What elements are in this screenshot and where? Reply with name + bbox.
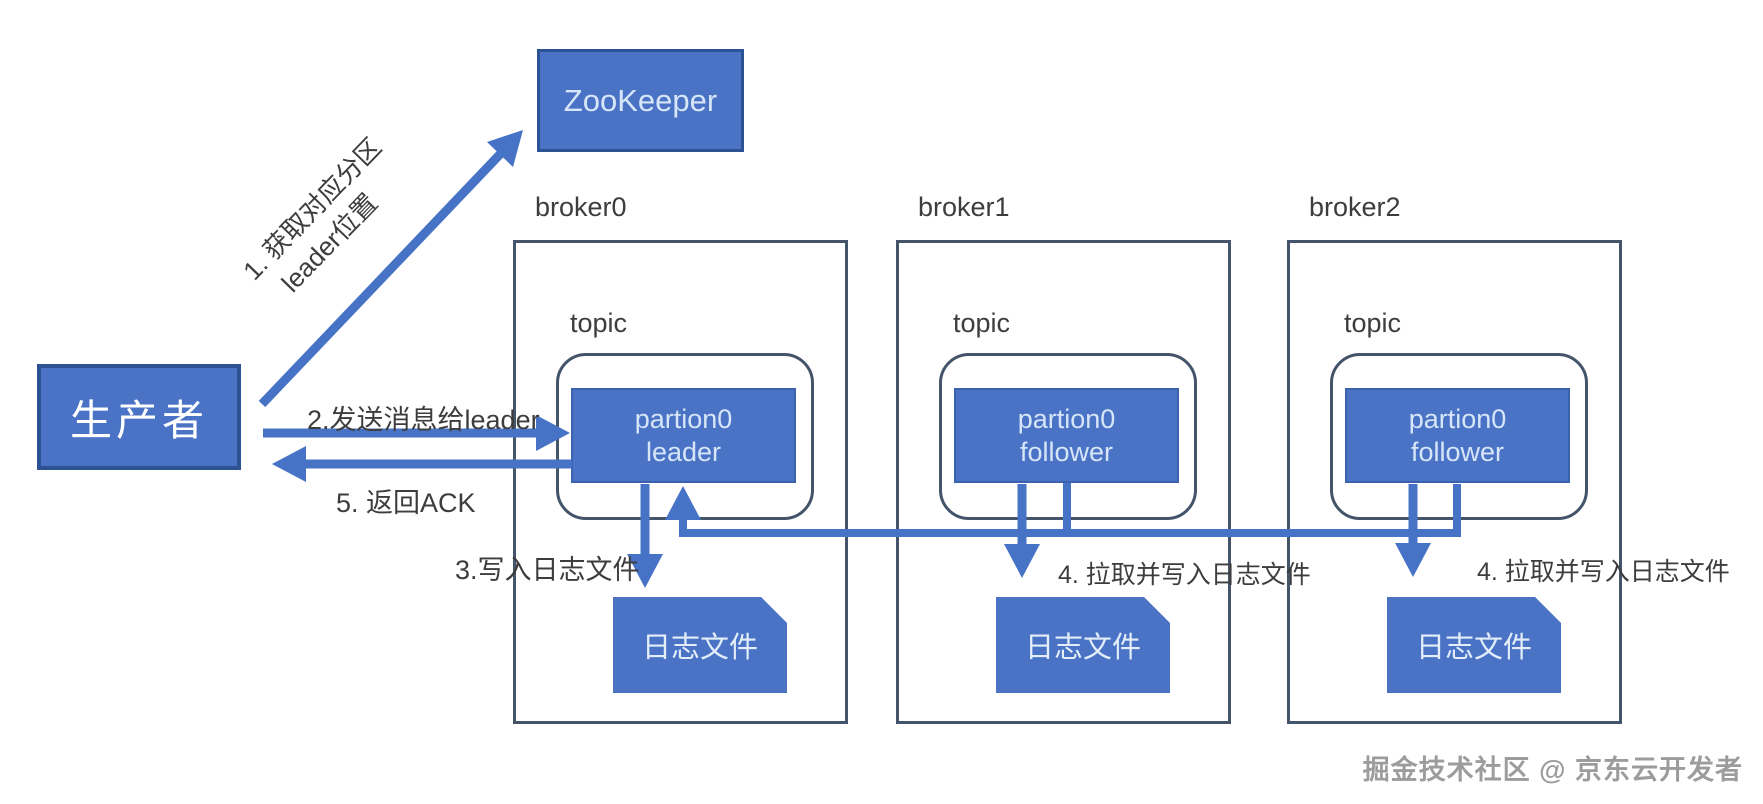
arrow-step1-get-leader-head xyxy=(487,130,523,167)
broker1-topic-label: topic xyxy=(953,308,1011,338)
broker0-partition-leader-box: partion0 leader xyxy=(571,388,796,483)
broker2-topic-label: topic xyxy=(1344,308,1402,338)
broker2-label: broker2 xyxy=(1309,192,1401,222)
broker2-frame xyxy=(1287,240,1622,724)
zookeeper-box: ZooKeeper xyxy=(537,49,744,152)
broker0-partition-role: leader xyxy=(645,436,722,467)
broker2-logfile-shape: 日志文件 xyxy=(1387,597,1561,693)
broker2-partition-name: partion0 xyxy=(1408,403,1507,434)
broker2-partition-follower-box: partion0 follower xyxy=(1345,388,1570,483)
step2-label: 2.发送消息给leader xyxy=(307,405,540,435)
broker2-group: broker2 topic partion0 follower 日志文件 xyxy=(1287,192,1622,724)
step1-label: 1. 获取对应分区 leader位置 xyxy=(235,47,495,313)
broker1-partition-role: follower xyxy=(1019,436,1114,467)
broker0-topic-label: topic xyxy=(570,308,628,338)
watermark-text: 掘金技术社区 @ 京东云开发者 xyxy=(1362,755,1743,785)
broker2-partition-role: follower xyxy=(1410,436,1505,467)
broker1-logfile-shape: 日志文件 xyxy=(996,597,1170,693)
step3-label: 3.写入日志文件 xyxy=(455,555,640,585)
step1-label-line1: 1. 获取对应分区 xyxy=(237,131,388,286)
producer-box: 生产者 xyxy=(37,364,241,470)
step5-label: 5. 返回ACK xyxy=(336,488,476,518)
broker1-label: broker1 xyxy=(918,192,1010,222)
step4-broker1-label: 4. 拉取并写入日志文件 xyxy=(1058,561,1311,589)
broker0-logfile-label: 日志文件 xyxy=(641,632,758,664)
zookeeper-label: ZooKeeper xyxy=(563,82,718,118)
broker1-partition-follower-box: partion0 follower xyxy=(954,388,1179,483)
producer-label: 生产者 xyxy=(69,396,208,444)
broker0-logfile-shape: 日志文件 xyxy=(613,597,787,693)
broker0-frame xyxy=(513,240,848,724)
broker1-frame xyxy=(896,240,1231,724)
broker1-partition-name: partion0 xyxy=(1017,403,1116,434)
broker1-logfile-label: 日志文件 xyxy=(1024,632,1141,664)
step4-broker2-label: 4. 拉取并写入日志文件 xyxy=(1477,558,1730,586)
broker2-logfile-label: 日志文件 xyxy=(1415,632,1532,664)
broker0-partition-name: partion0 xyxy=(634,403,733,434)
step1-label-line2: leader位置 xyxy=(275,187,384,298)
broker0-label: broker0 xyxy=(535,192,627,222)
broker1-group: broker1 topic partion0 follower 日志文件 xyxy=(896,192,1231,724)
broker0-group: broker0 topic partion0 leader 日志文件 xyxy=(513,192,848,724)
arrow-step5-ack-head xyxy=(272,446,306,482)
